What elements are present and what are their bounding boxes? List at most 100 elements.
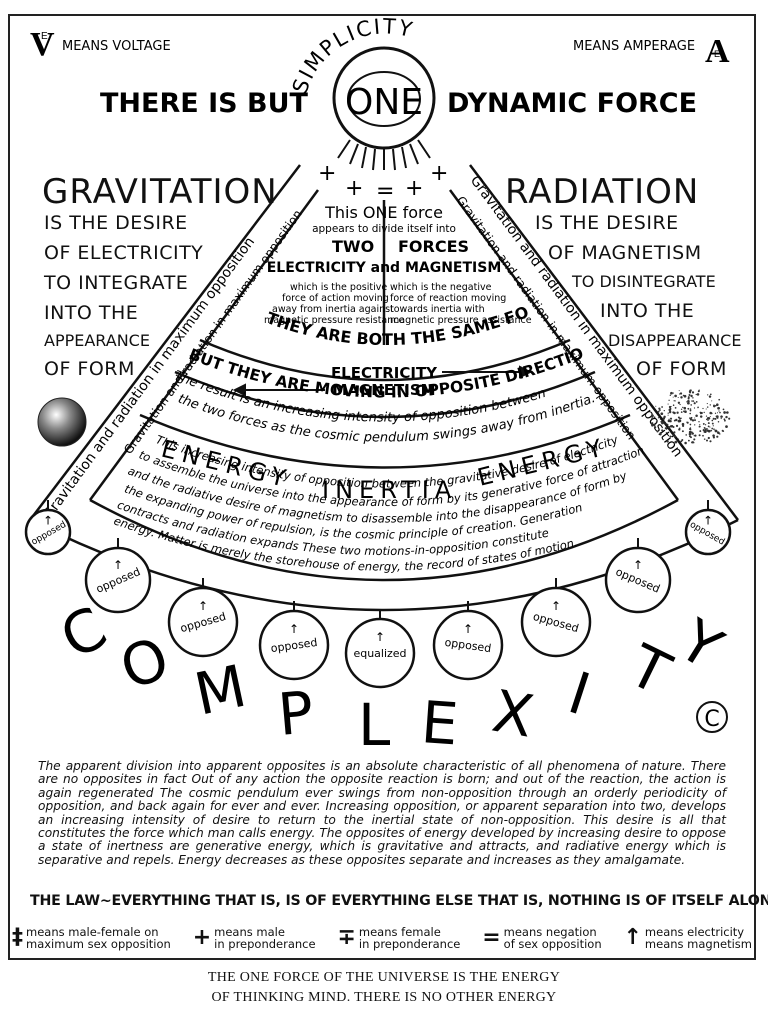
- dust-particle: [702, 422, 705, 425]
- dust-particle: [712, 434, 715, 437]
- dust-particle: [679, 418, 681, 420]
- dust-particle: [687, 401, 690, 405]
- dust-particle: [688, 430, 692, 434]
- dust-particle: [706, 418, 708, 421]
- pendulum-arrow-icon: ↑: [463, 622, 473, 636]
- complexity-letter: T: [618, 631, 681, 708]
- dynamic-force-label: DYNAMIC FORCE: [447, 88, 697, 119]
- dust-particle: [693, 435, 695, 437]
- dust-particle: [712, 425, 714, 427]
- dust-particle: [684, 441, 687, 445]
- dust-particle: [702, 434, 704, 437]
- pendulum-arrow-icon: ↑: [551, 599, 561, 613]
- dust-particle: [696, 393, 700, 396]
- dust-particle: [698, 389, 700, 391]
- dust-particle: [712, 417, 715, 420]
- dust-particle: [706, 429, 709, 432]
- dust-particle: [690, 404, 693, 406]
- dust-particle: [673, 411, 676, 415]
- dust-particle: [691, 441, 694, 444]
- dust-particle: [707, 419, 709, 421]
- dust-particle: [684, 410, 687, 414]
- two-label: TWO: [332, 237, 374, 256]
- electricity-and-magnetism: ELECTRICITY and MAGNETISM: [267, 260, 502, 276]
- dust-particle: [697, 406, 699, 409]
- radiation-line-2: OF MAGNETISM: [548, 242, 702, 264]
- svg-text:force of action moving: force of action moving: [282, 293, 389, 304]
- dust-particle: [672, 396, 674, 398]
- dust-particle: [660, 420, 663, 423]
- dust-particle: [705, 408, 707, 410]
- dust-particle: [659, 433, 662, 436]
- dust-particle: [681, 430, 684, 433]
- dust-particle: [683, 394, 687, 398]
- left-description: which is the positive force of action mo…: [264, 282, 405, 326]
- one-rays: [337, 139, 431, 171]
- dust-particle: [664, 423, 666, 425]
- dust-particle: [709, 440, 712, 443]
- legend-arrow-symbol: ↑: [623, 925, 642, 950]
- radiation-line-6: OF FORM: [636, 358, 727, 380]
- dust-particle: [687, 399, 690, 403]
- dust-particle: [694, 417, 696, 419]
- dust-particle: [657, 417, 660, 419]
- dust-particle: [687, 407, 690, 410]
- dust-particle: [685, 434, 687, 436]
- dust-particle: [661, 406, 663, 408]
- dust-particle: [668, 418, 670, 420]
- dust-particle: [692, 441, 695, 444]
- dust-particle: [698, 434, 701, 437]
- dust-particle: [703, 426, 706, 429]
- dust-particle: [669, 435, 672, 438]
- radiation-line-4: INTO THE: [600, 300, 695, 322]
- caption-line-2: OF THINKING MIND. THERE IS NO OTHER ENER…: [211, 990, 557, 1005]
- dust-particle: [669, 417, 673, 420]
- amperage-symbol: A E: [705, 33, 730, 70]
- pendulum-circle: opposed↑: [84, 538, 152, 614]
- dust-particle: [709, 426, 711, 428]
- complexity-letter: M: [189, 652, 252, 729]
- dust-particle: [699, 424, 701, 426]
- dust-particle: [682, 406, 684, 409]
- radiation-line-3: TO DISINTEGRATE: [572, 272, 716, 291]
- dust-particle: [725, 425, 728, 428]
- dust-particle: [688, 432, 692, 436]
- dust-particle: [717, 421, 720, 423]
- forces-label: FORCES: [398, 237, 469, 256]
- dust-particle: [711, 419, 714, 422]
- legend-text: maximum sex opposition: [26, 937, 171, 951]
- dust-particle: [685, 401, 688, 403]
- radiation-title: RADIATION: [505, 172, 700, 212]
- dust-particle: [690, 394, 693, 398]
- svg-text:+: +: [318, 161, 336, 186]
- dust-particle: [695, 414, 698, 418]
- dust-particle: [679, 403, 681, 406]
- dust-particle: [718, 398, 721, 401]
- dust-particle: [667, 403, 669, 405]
- dust-particle: [674, 440, 678, 444]
- dust-particle: [669, 410, 672, 413]
- dust-particle: [693, 438, 696, 441]
- dust-particle: [677, 396, 679, 399]
- cone-outline: [29, 164, 739, 612]
- dust-particle: [667, 425, 671, 429]
- dust-particle: [670, 406, 672, 408]
- dust-particle: [700, 426, 701, 428]
- svg-text:A: A: [705, 33, 730, 70]
- dust-particle: [689, 428, 691, 431]
- one-label: ONE: [345, 82, 423, 123]
- dust-particle: [691, 431, 693, 434]
- dust-particle: [689, 389, 692, 392]
- dust-particle: [661, 429, 664, 432]
- dust-particle: [703, 431, 705, 433]
- dust-particle: [651, 422, 654, 425]
- complexity-letter: X: [488, 677, 539, 751]
- dust-particle: [673, 419, 676, 422]
- gravitation-title: GRAVITATION: [42, 172, 278, 212]
- dust-particle: [653, 416, 656, 419]
- dust-particle: [670, 391, 673, 395]
- dust-particle: [681, 439, 684, 441]
- gravitation-sphere: [37, 397, 87, 447]
- copyright-circle: [696, 701, 728, 733]
